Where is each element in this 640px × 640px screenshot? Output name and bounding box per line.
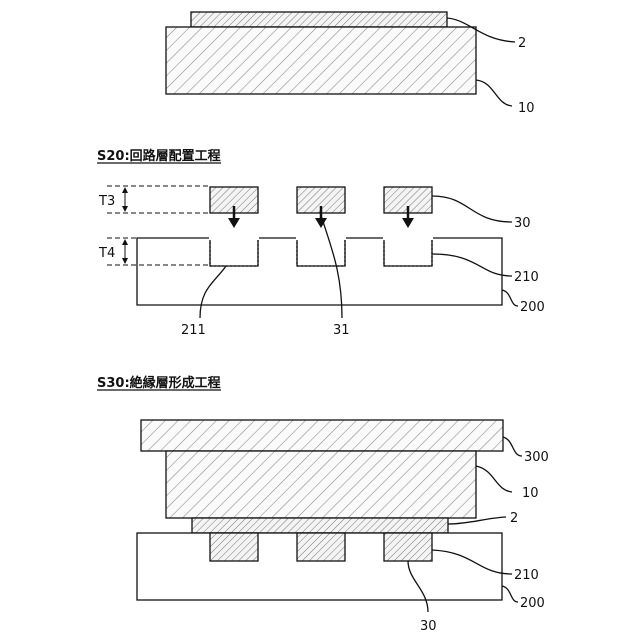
recess-211-3 bbox=[384, 238, 432, 266]
ref-200: 200 bbox=[520, 300, 545, 315]
recess-211-1 bbox=[210, 238, 258, 266]
ref-2-bottom: 2 bbox=[510, 511, 518, 526]
t4-arrow-up bbox=[122, 239, 128, 245]
t3-arrow-down bbox=[122, 206, 128, 212]
ref-10-top: 10 bbox=[518, 101, 535, 116]
chip-30-b1 bbox=[210, 533, 258, 561]
chip-30-b2 bbox=[297, 533, 345, 561]
layer-2-top bbox=[191, 12, 447, 27]
leader-10-bottom bbox=[476, 466, 512, 492]
ref-211: 211 bbox=[181, 323, 206, 338]
layer-2-bottom bbox=[192, 518, 448, 533]
substrate-200 bbox=[137, 238, 502, 305]
s30-section: S30:絶縁層形成工程 300 10 2 210 200 30 bbox=[97, 375, 549, 634]
s20-section: S20:回路層配置工程 T3 bbox=[97, 148, 545, 338]
leader-200 bbox=[502, 290, 518, 306]
t4-label: T4 bbox=[98, 246, 115, 261]
ref-30: 30 bbox=[514, 216, 531, 231]
ref-210: 210 bbox=[514, 270, 539, 285]
ref-300: 300 bbox=[524, 450, 549, 465]
leader-300 bbox=[503, 437, 522, 456]
chip-30-b3 bbox=[384, 533, 432, 561]
leader-10-top bbox=[476, 80, 512, 106]
top-section: 2 10 bbox=[166, 12, 535, 116]
leader-200-bottom bbox=[502, 586, 518, 602]
plate-10-top bbox=[166, 27, 476, 94]
plate-10-bottom bbox=[166, 451, 476, 518]
ref-10-bottom: 10 bbox=[522, 486, 539, 501]
t4-arrow-down bbox=[122, 258, 128, 264]
t3-arrow-up bbox=[122, 187, 128, 193]
t3-label: T3 bbox=[98, 194, 115, 209]
leader-30 bbox=[432, 196, 512, 222]
s20-title: S20:回路層配置工程 bbox=[97, 148, 221, 164]
s30-title: S30:絶縁層形成工程 bbox=[97, 375, 221, 391]
ref-210-bottom: 210 bbox=[514, 568, 539, 583]
ref-30-bottom: 30 bbox=[420, 619, 437, 634]
recess-211-2 bbox=[297, 238, 345, 266]
ref-31: 31 bbox=[333, 323, 350, 338]
ref-200-bottom: 200 bbox=[520, 596, 545, 611]
ref-2-top: 2 bbox=[518, 36, 526, 51]
insulating-layer-300 bbox=[141, 420, 503, 451]
